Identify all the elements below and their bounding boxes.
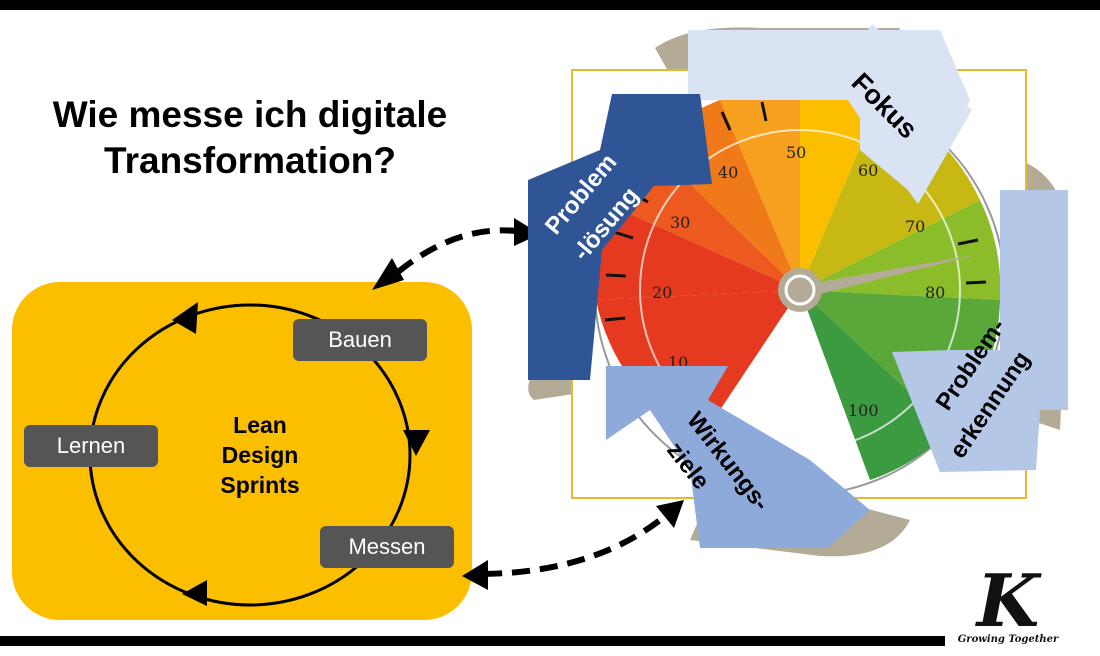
cycle-arrowhead-bottom bbox=[182, 580, 207, 606]
step-pill-bauen: Bauen bbox=[293, 319, 427, 361]
top-border-bar bbox=[0, 0, 1100, 10]
gauge-tick-label-40: 40 bbox=[718, 163, 738, 182]
gauge-tick-label-50: 50 bbox=[786, 143, 806, 162]
gauge-tick-label-20: 20 bbox=[652, 283, 672, 302]
step-pill-messen: Messen bbox=[320, 526, 454, 568]
gauge-needle bbox=[808, 254, 980, 296]
cycle-arrow-problemerkennung: Problem- erkennung bbox=[892, 190, 1068, 472]
gauge-tick-label-60: 60 bbox=[858, 161, 878, 180]
dashed-connector-bottom bbox=[483, 509, 672, 577]
cycle-arrowhead-top bbox=[172, 302, 198, 334]
connector-head-top-left bbox=[372, 258, 404, 290]
gauge-sector-red bbox=[595, 205, 800, 300]
gauge-hub bbox=[778, 268, 822, 312]
connector-head-bottom-right bbox=[656, 500, 684, 528]
page-title: Wie messe ich digitale Transformation? bbox=[20, 92, 480, 184]
dashed-connectors bbox=[372, 218, 684, 590]
gauge-tick-label-80: 80 bbox=[925, 283, 945, 302]
lean-design-sprints-label: Lean Design Sprints bbox=[190, 410, 330, 500]
title-line-2: Transformation? bbox=[104, 140, 396, 181]
logo-tagline: Growing Together bbox=[957, 634, 1059, 645]
bottom-border-bar bbox=[0, 636, 945, 646]
gauge-sector-amber bbox=[720, 84, 800, 290]
gauge-sector-lightgreen bbox=[800, 200, 1001, 300]
step-pill-lernen: Lernen bbox=[24, 425, 158, 467]
brand-logo: K Growing Together bbox=[949, 558, 1067, 656]
cycle-arrowhead-right bbox=[403, 430, 430, 456]
gauge-tick-label-100: 100 bbox=[848, 401, 879, 420]
connector-head-bottom-left bbox=[462, 560, 488, 590]
title-line-1: Wie messe ich digitale bbox=[52, 94, 448, 135]
lean-label-line-3: Sprints bbox=[220, 472, 300, 498]
gauge-sector-red-bottom bbox=[596, 290, 800, 440]
dashed-connector-top bbox=[396, 227, 525, 275]
gauge-tick-label-30: 30 bbox=[670, 213, 690, 232]
lean-label-line-1: Lean bbox=[233, 412, 287, 438]
connector-head-top-right bbox=[514, 218, 540, 246]
logo-letter: K bbox=[976, 558, 1040, 643]
gauge-tick-label-70: 70 bbox=[905, 217, 925, 236]
lean-label-line-2: Design bbox=[221, 442, 299, 468]
gauge-sector-green-bottom bbox=[800, 290, 950, 480]
